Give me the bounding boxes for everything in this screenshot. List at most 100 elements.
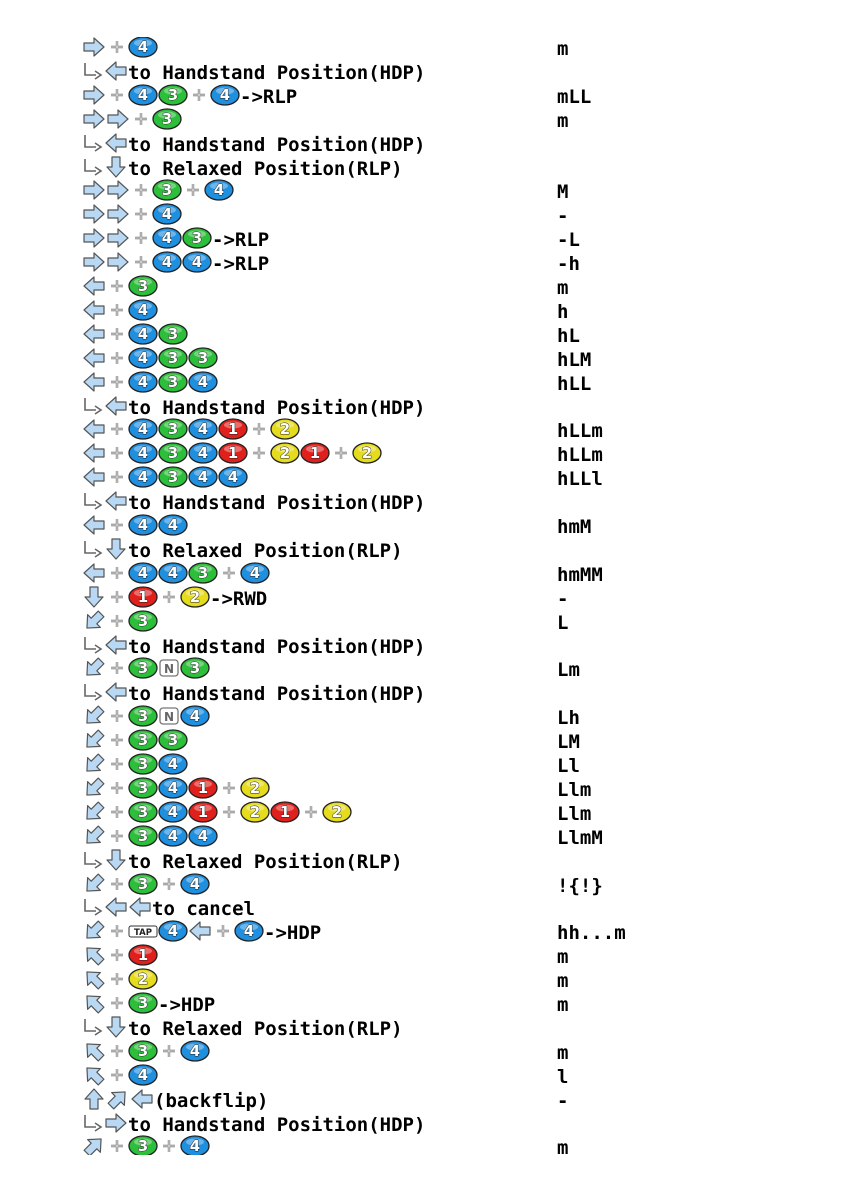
- svg-text:1: 1: [138, 946, 148, 964]
- move-command: to Handstand Position(HDP): [82, 395, 425, 421]
- svg-text:3: 3: [138, 1137, 148, 1155]
- svg-text:4: 4: [214, 181, 224, 199]
- move-text: to Handstand Position(HDP): [128, 492, 426, 515]
- move-damage: m: [557, 109, 569, 132]
- move-text: ->RLP: [212, 229, 270, 252]
- move-damage: Ll: [557, 755, 580, 777]
- svg-text:4: 4: [244, 922, 254, 940]
- button-1-icon: 1: [188, 777, 218, 803]
- button-4-icon: 4: [240, 562, 270, 588]
- move-row: to Relaxed Position(RLP): [82, 538, 822, 563]
- svg-text:1: 1: [280, 803, 290, 821]
- svg-text:4: 4: [168, 564, 178, 582]
- button-2-icon: 2: [352, 442, 382, 468]
- sub-arrow-icon: [82, 681, 104, 707]
- move-row: to Handstand Position(HDP): [82, 132, 822, 157]
- svg-text:3: 3: [138, 755, 148, 773]
- svg-text:4: 4: [198, 468, 208, 486]
- plus-icon: [160, 1137, 178, 1155]
- move-text: to Relaxed Position(RLP): [128, 850, 403, 873]
- plus-icon: [108, 1066, 126, 1088]
- svg-text:3: 3: [138, 779, 148, 797]
- move-command: 3: [82, 609, 158, 635]
- down-left-arrow-icon: [82, 801, 106, 827]
- plus-icon: [160, 875, 178, 897]
- move-command: to Relaxed Position(RLP): [82, 1016, 403, 1041]
- svg-text:4: 4: [138, 564, 148, 582]
- plus-icon: [108, 325, 126, 347]
- up-left-arrow-icon: [82, 992, 106, 1018]
- button-4-icon: 4: [158, 514, 188, 540]
- button-3-icon: 3: [128, 777, 158, 803]
- sub-arrow-icon: [82, 1112, 104, 1138]
- svg-text:4: 4: [162, 253, 172, 271]
- button-4-icon: 4: [188, 442, 218, 468]
- svg-text:1: 1: [228, 420, 238, 438]
- move-text: ->RLP: [212, 253, 270, 276]
- sub-arrow-icon: [82, 395, 104, 421]
- plus-icon: [132, 110, 150, 132]
- button-4-icon: 4: [128, 84, 158, 110]
- button-3-icon: 3: [128, 872, 158, 899]
- right-arrow-icon: [82, 203, 106, 229]
- button-3-icon: 3: [182, 227, 212, 253]
- plus-icon: [108, 612, 126, 634]
- button-4-icon: 4: [128, 323, 158, 349]
- svg-text:3: 3: [168, 420, 178, 438]
- svg-text:3: 3: [138, 612, 148, 630]
- move-damage: hmM: [557, 516, 592, 538]
- svg-text:N: N: [164, 662, 174, 676]
- plus-icon: [108, 1042, 126, 1064]
- svg-text:4: 4: [138, 420, 148, 438]
- plus-icon: [108, 444, 126, 466]
- button-4-icon: 4: [158, 825, 188, 851]
- button-4-icon: 4: [188, 370, 218, 397]
- move-text: to Handstand Position(HDP): [128, 1113, 426, 1136]
- button-4-icon: 4: [152, 251, 182, 277]
- move-command: to Handstand Position(HDP): [82, 132, 425, 157]
- button-4-icon: 4: [158, 777, 188, 803]
- left-arrow-icon: [82, 562, 106, 588]
- left-arrow-icon: [130, 1088, 154, 1114]
- down-left-arrow-icon: [82, 777, 106, 803]
- button-3-icon: 3: [152, 179, 182, 205]
- down-left-arrow-icon: [82, 920, 106, 946]
- move-text: ->HDP: [158, 994, 216, 1016]
- button-2-icon: 2: [240, 801, 270, 827]
- move-row: to Handstand Position(HDP): [82, 682, 822, 706]
- svg-text:4: 4: [138, 516, 148, 534]
- left-arrow-icon: [104, 896, 128, 922]
- move-text: to Relaxed Position(RLP): [128, 157, 403, 180]
- svg-text:2: 2: [332, 803, 342, 821]
- right-arrow-icon: [106, 203, 130, 229]
- button-3-icon: 3: [128, 825, 158, 851]
- plus-icon: [108, 827, 126, 849]
- plus-icon: [250, 420, 268, 442]
- plus-icon: [108, 803, 126, 825]
- move-command: 1: [82, 944, 158, 969]
- move-damage: LlmM: [557, 826, 603, 849]
- svg-text:3: 3: [138, 994, 148, 1012]
- move-damage: hLLl: [557, 468, 603, 491]
- button-4-icon: 4: [158, 562, 188, 588]
- left-arrow-icon: [82, 466, 106, 492]
- svg-text:2: 2: [250, 779, 260, 797]
- sub-arrow-icon: [82, 896, 104, 922]
- left-arrow-icon: [128, 896, 152, 922]
- button-4-icon: 4: [158, 801, 188, 827]
- move-command: to Handstand Position(HDP): [82, 491, 425, 515]
- move-row: to Relaxed Position(RLP): [82, 1016, 822, 1041]
- plus-icon: [108, 875, 126, 897]
- button-3-icon: 3: [152, 108, 182, 134]
- move-damage: m: [557, 994, 569, 1016]
